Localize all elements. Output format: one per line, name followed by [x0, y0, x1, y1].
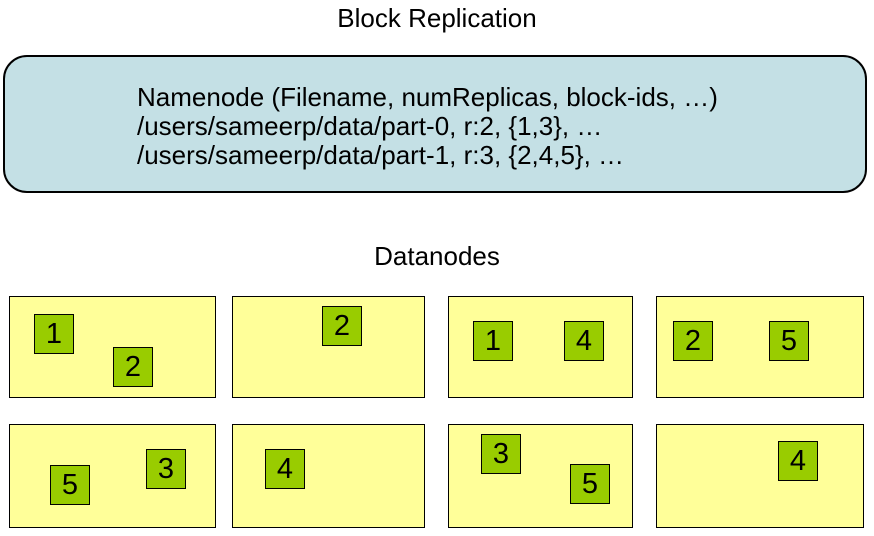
- block-5: 5: [50, 465, 90, 505]
- block-1: 1: [34, 314, 74, 354]
- block-3: 3: [481, 434, 521, 474]
- datanode-6: 4: [232, 424, 425, 528]
- block-5: 5: [769, 321, 809, 361]
- block-4: 4: [778, 441, 818, 481]
- block-2: 2: [113, 347, 153, 387]
- block-1: 1: [473, 321, 513, 361]
- block-3: 3: [146, 449, 186, 489]
- namenode-header-line: Namenode (Filename, numReplicas, block-i…: [137, 82, 718, 112]
- block-4: 4: [564, 321, 604, 361]
- block-4: 4: [265, 449, 305, 489]
- block-2: 2: [673, 321, 713, 361]
- namenode-file-entry-part-0: /users/sameerp/data/part-0, r:2, {1,3}, …: [137, 111, 603, 141]
- block-2: 2: [322, 306, 362, 346]
- namenode-file-entry-part-1: /users/sameerp/data/part-1, r:3, {2,4,5}…: [137, 140, 625, 170]
- datanode-2: 2: [232, 296, 425, 398]
- namenode-box: Namenode (Filename, numReplicas, block-i…: [3, 55, 867, 193]
- block-5: 5: [570, 464, 610, 504]
- datanodes-label: Datanodes: [374, 241, 500, 271]
- page-title: Block Replication: [337, 3, 537, 33]
- datanode-8: 4: [656, 424, 864, 528]
